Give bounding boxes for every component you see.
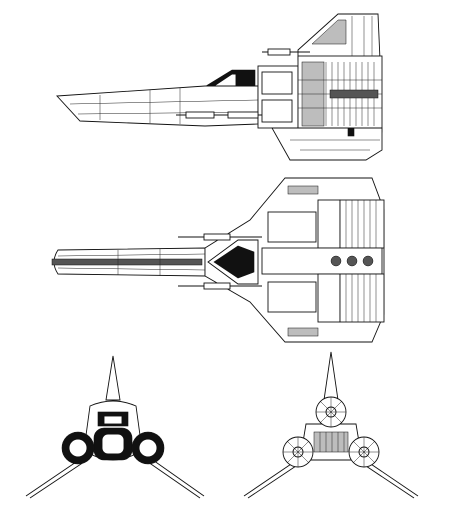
top-view: [51, 177, 385, 343]
rear-view: [243, 351, 419, 499]
side-view: [56, 13, 383, 161]
front-view: [25, 355, 205, 499]
